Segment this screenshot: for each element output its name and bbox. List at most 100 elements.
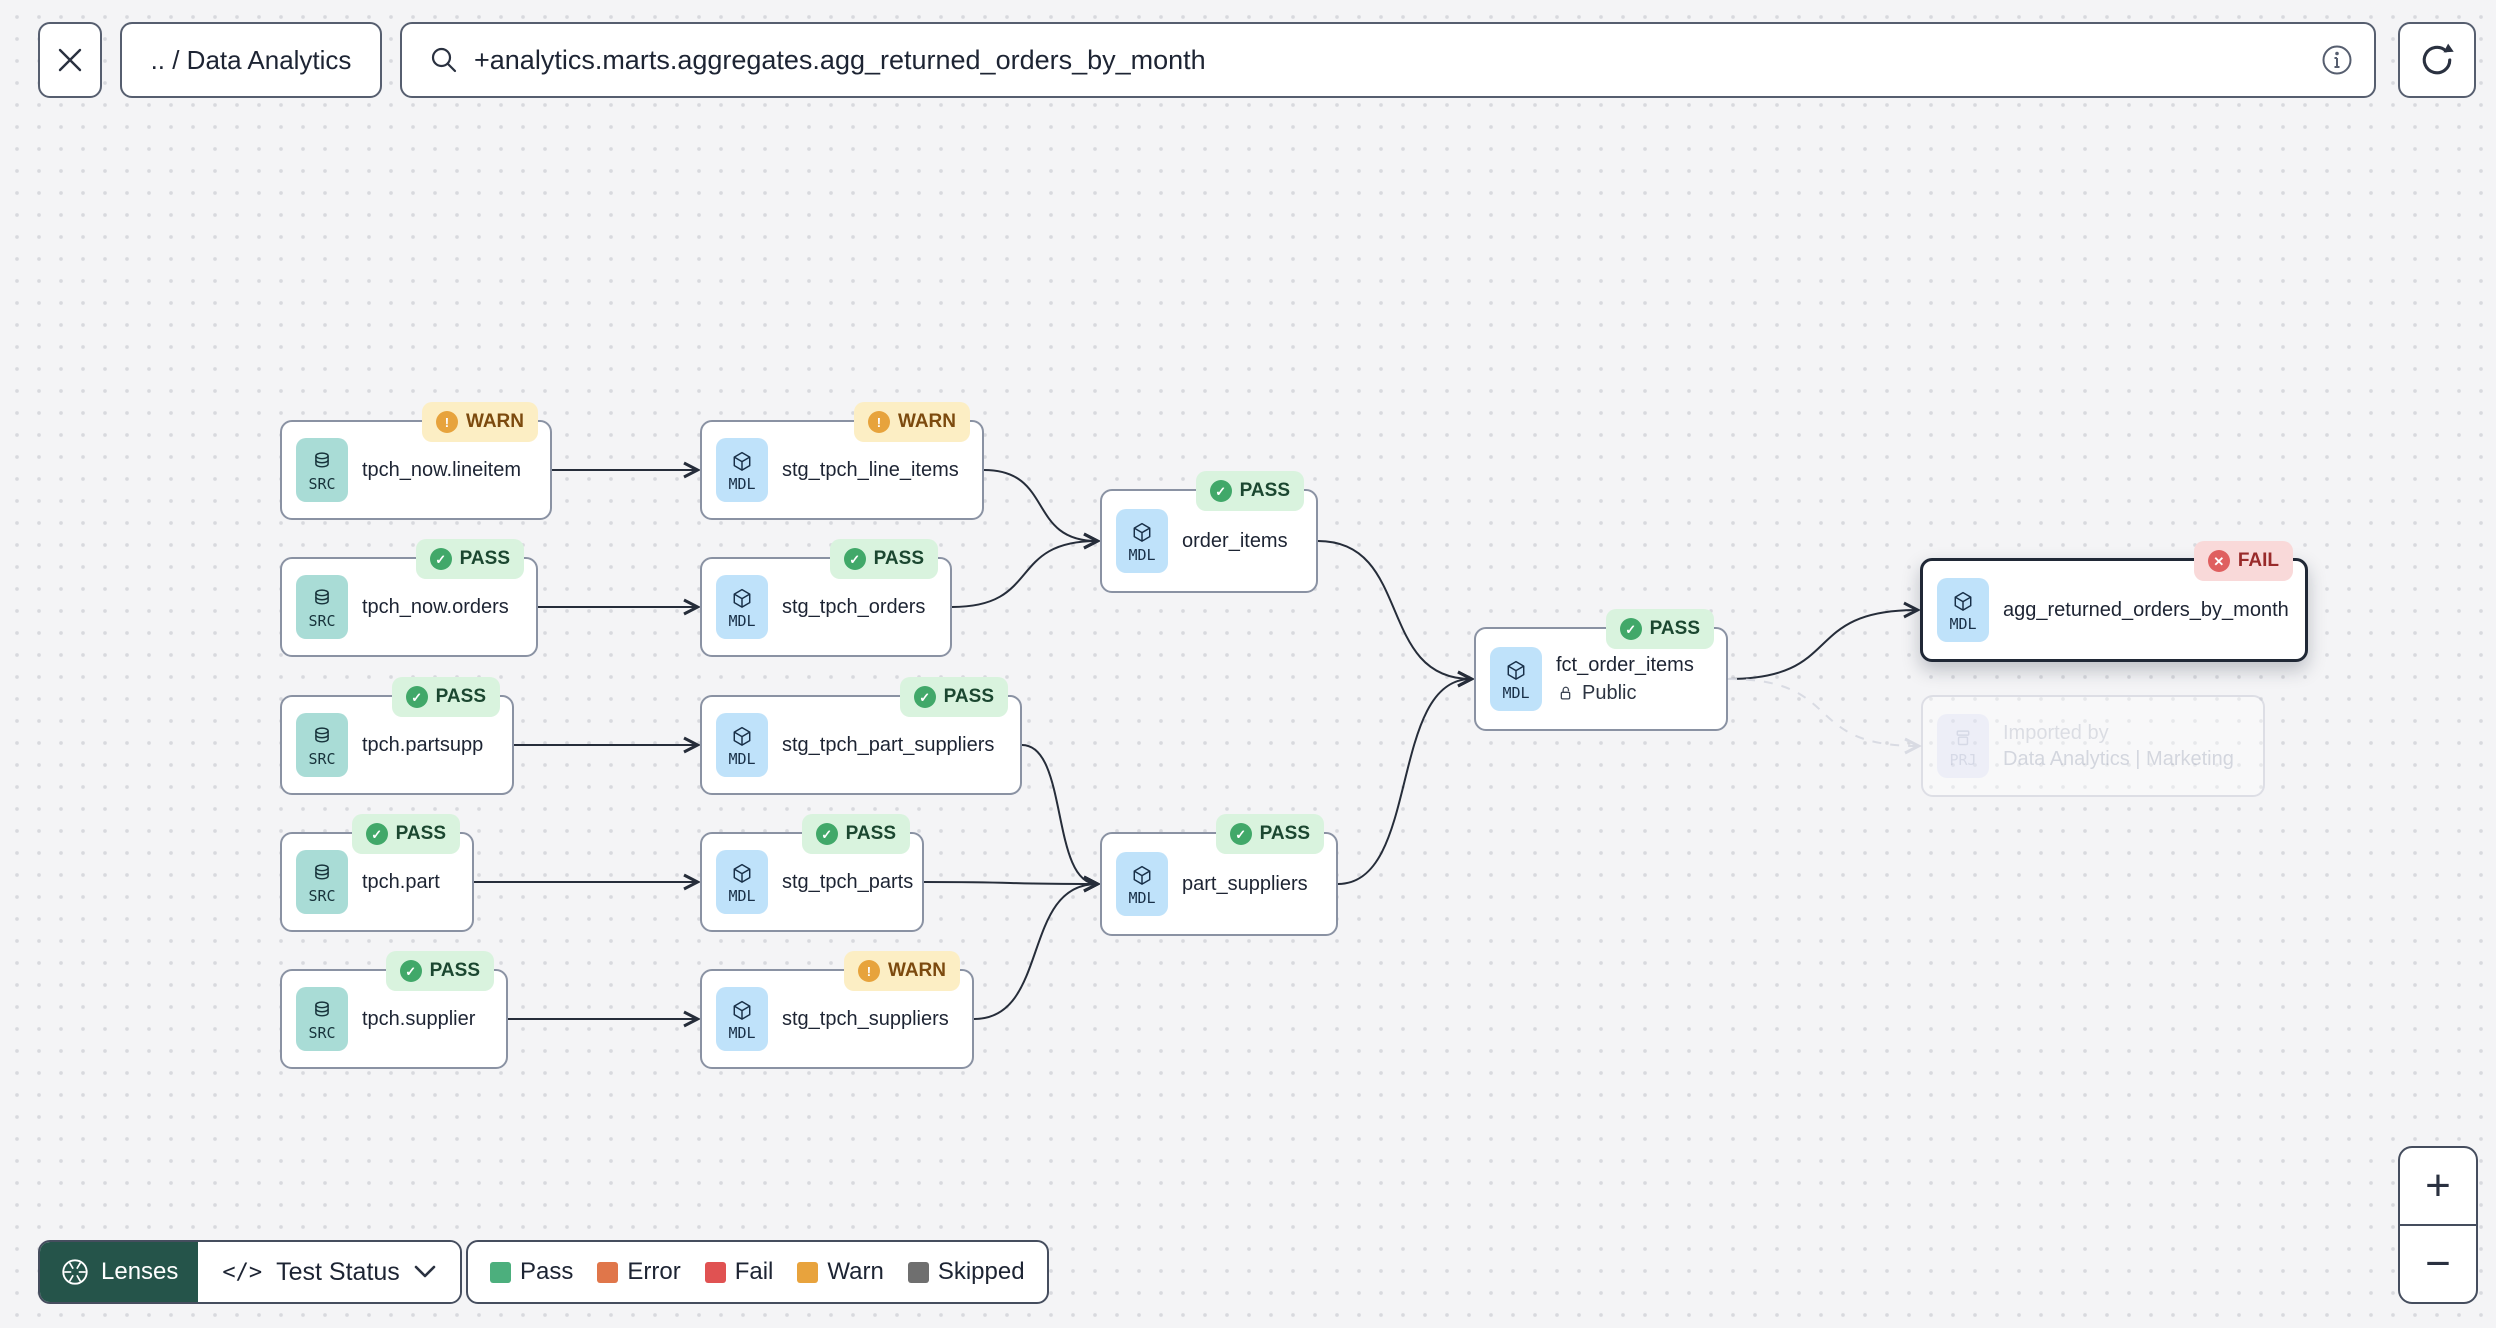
close-icon	[58, 48, 82, 72]
node-type-badge: MDL	[716, 438, 768, 502]
status-badge-warn: !WARN	[843, 951, 960, 991]
graph-node-stg_tpch_suppliers[interactable]: MDL stg_tpch_suppliers !WARN	[700, 951, 974, 1069]
model-cube-icon	[733, 588, 751, 608]
node-text: tpch_now.lineitem	[362, 459, 521, 482]
status-dot-icon: ✓	[913, 686, 936, 708]
refresh-icon	[2422, 43, 2454, 75]
node-kind-label: SRC	[308, 611, 336, 630]
search-icon	[431, 47, 457, 73]
status-dot-icon: ✓	[365, 823, 388, 845]
node-label: tpch.partsupp	[362, 733, 484, 756]
node-kind-label: PRJ	[1949, 750, 1977, 769]
status-dot-icon: !	[857, 960, 880, 982]
graph-node-tpch_now_lineitem[interactable]: SRC tpch_now.lineitem !WARN	[280, 402, 552, 520]
model-cube-icon	[733, 1000, 751, 1020]
status-badge-pass: ✓PASS	[1215, 814, 1324, 854]
node-type-badge: SRC	[296, 438, 348, 502]
node-kind-label: MDL	[728, 1023, 756, 1042]
node-type-badge: MDL	[1937, 578, 1989, 642]
node-type-badge: SRC	[296, 850, 348, 914]
search-value: +analytics.marts.aggregates.agg_returned…	[474, 44, 1206, 75]
node-kind-label: MDL	[728, 749, 756, 768]
database-icon	[315, 726, 329, 743]
node-kind-label: MDL	[1949, 614, 1977, 633]
breadcrumb[interactable]: .. / Data Analytics	[120, 22, 382, 98]
code-icon: </>	[222, 1259, 263, 1285]
status-badge-pass: ✓PASS	[415, 539, 524, 579]
node-kind-label: SRC	[308, 474, 336, 493]
model-cube-icon	[1133, 865, 1151, 885]
node-access: Public	[1556, 682, 1694, 705]
close-button[interactable]	[38, 22, 102, 98]
legend-item-skipped: Skipped	[907, 1258, 1025, 1286]
legend-label: Fail	[734, 1258, 774, 1285]
zoom-in-button[interactable]: +	[2425, 1161, 2451, 1210]
info-icon[interactable]	[2320, 43, 2354, 77]
node-text: stg_tpch_line_items	[782, 459, 959, 482]
legend-swatch	[597, 1261, 619, 1283]
node-label: stg_tpch_part_suppliers	[782, 733, 995, 756]
zoom-widget: + −	[2398, 1146, 2478, 1304]
node-type-badge: PRJ	[1937, 714, 1989, 778]
model-cube-icon	[1133, 522, 1151, 542]
node-type-badge: MDL	[716, 713, 768, 777]
node-type-badge: SRC	[296, 713, 348, 777]
node-kind-label: SRC	[308, 1023, 336, 1042]
status-dot-icon: ✓	[843, 548, 866, 570]
node-text: stg_tpch_parts	[782, 871, 913, 894]
node-text: stg_tpch_suppliers	[782, 1008, 949, 1031]
status-dot-icon: ✓	[429, 548, 452, 570]
refresh-button[interactable]	[2398, 22, 2476, 98]
node-label: Data Analytics | Marketing	[2003, 747, 2234, 770]
node-label: stg_tpch_orders	[782, 595, 926, 618]
node-text: order_items	[1182, 530, 1288, 553]
node-kind-label: SRC	[308, 886, 336, 905]
status-dot-icon: ✓	[399, 960, 422, 982]
status-dot-icon: !	[435, 411, 458, 433]
test-status-label: Test Status	[276, 1257, 400, 1286]
graph-node-stg_tpch_line_items[interactable]: MDL stg_tpch_line_items !WARN	[700, 402, 984, 520]
status-badge-warn: !WARN	[421, 402, 538, 442]
lenses-button[interactable]: Lenses	[40, 1242, 199, 1302]
node-label: stg_tpch_line_items	[782, 458, 959, 481]
aperture-icon	[62, 1259, 88, 1285]
node-text: tpch.part	[362, 871, 440, 894]
model-cube-icon	[1507, 660, 1525, 680]
legend-swatch	[907, 1261, 929, 1283]
project-icon	[1956, 729, 1970, 745]
node-label: tpch_now.lineitem	[362, 458, 521, 481]
test-status-dropdown[interactable]: </> Test Status	[198, 1242, 460, 1302]
graph-node-tpch_now_orders[interactable]: SRC tpch_now.orders ✓PASS	[280, 539, 538, 657]
node-label: tpch.part	[362, 870, 440, 893]
status-badge-pass: ✓PASS	[829, 539, 938, 579]
status-dot-icon: !	[867, 411, 890, 433]
legend-label: Pass	[520, 1258, 574, 1285]
status-dot-icon: ✓	[1229, 823, 1252, 845]
public-lock-icon	[1560, 686, 1571, 699]
node-text: tpch_now.orders	[362, 596, 509, 619]
model-cube-icon	[1954, 591, 1972, 611]
legend-item-error: Error	[597, 1258, 681, 1286]
lenses-group: Lenses </> Test Status	[38, 1240, 462, 1304]
node-label: tpch_now.orders	[362, 595, 509, 618]
node-text: agg_returned_orders_by_month	[2003, 599, 2289, 622]
zoom-out-button[interactable]: −	[2400, 1224, 2476, 1302]
search-input[interactable]: +analytics.marts.aggregates.agg_returned…	[400, 22, 2376, 98]
node-text: stg_tpch_orders	[782, 596, 925, 619]
status-badge-warn: !WARN	[853, 402, 970, 442]
status-dot-icon: ✓	[815, 823, 838, 845]
